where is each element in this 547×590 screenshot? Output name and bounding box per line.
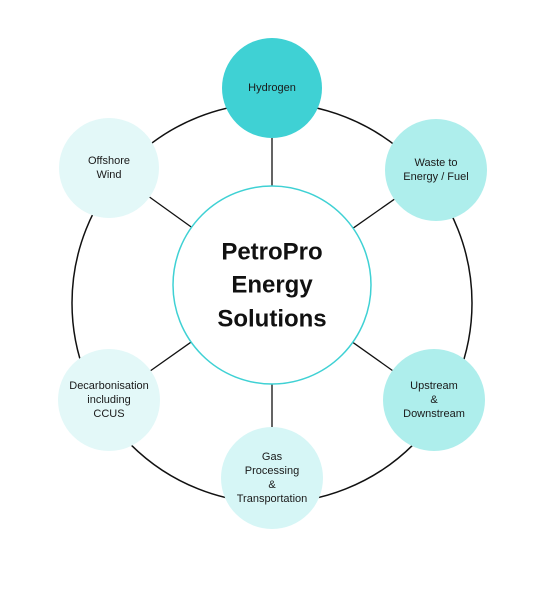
node-label-offshore-wind-line-1: Offshore — [88, 155, 130, 167]
node-circle-gas-processing — [221, 427, 323, 529]
node-label-gas-processing-line-4: Transportation — [237, 493, 308, 505]
node-label-offshore-wind-line-2: Wind — [96, 169, 121, 181]
node-circle-offshore-wind — [59, 118, 159, 218]
connector-lines — [149, 138, 395, 427]
center-node: PetroPro Energy Solutions — [172, 185, 372, 385]
connector-line-offshore-wind — [149, 196, 192, 228]
node-circle-waste-to-energy — [385, 119, 487, 221]
node-label-waste-to-energy-line-2: Energy / Fuel — [403, 171, 468, 183]
node-label-gas-processing-line-3: & — [268, 479, 276, 491]
node-circle-decarbonisation — [58, 349, 160, 451]
center-title-line-3: Solutions — [217, 305, 326, 332]
center-title-line-2: Energy — [231, 271, 313, 298]
node-waste-to-energy: Waste to Energy / Fuel — [385, 119, 487, 221]
connector-line-upstream-downstream — [352, 341, 393, 372]
node-label-decarbonisation-line-1: Decarbonisation — [69, 380, 149, 392]
node-label-decarbonisation-line-2: including — [87, 394, 130, 406]
node-hydrogen: Hydrogen — [222, 38, 322, 138]
node-label-gas-processing-line-1: Gas — [262, 451, 283, 463]
node-label-waste-to-energy-line-1: Waste to — [415, 157, 458, 169]
connector-line-decarbonisation — [150, 341, 192, 372]
node-upstream-downstream: Upstream & Downstream — [383, 349, 485, 451]
node-label-upstream-downstream-line-2: & — [430, 394, 438, 406]
node-circle-hydrogen — [222, 38, 322, 138]
center-circle — [172, 185, 372, 385]
node-circle-upstream-downstream — [383, 349, 485, 451]
center-title-line-1: PetroPro — [221, 238, 322, 265]
node-label-hydrogen-line-1: Hydrogen — [248, 82, 296, 94]
node-label-gas-processing-line-2: Processing — [245, 465, 299, 477]
connector-line-waste-to-energy — [352, 198, 395, 229]
node-label-upstream-downstream-line-1: Upstream — [410, 380, 458, 392]
node-label-upstream-downstream-line-3: Downstream — [403, 408, 465, 420]
node-label-decarbonisation-line-3: CCUS — [93, 408, 124, 420]
